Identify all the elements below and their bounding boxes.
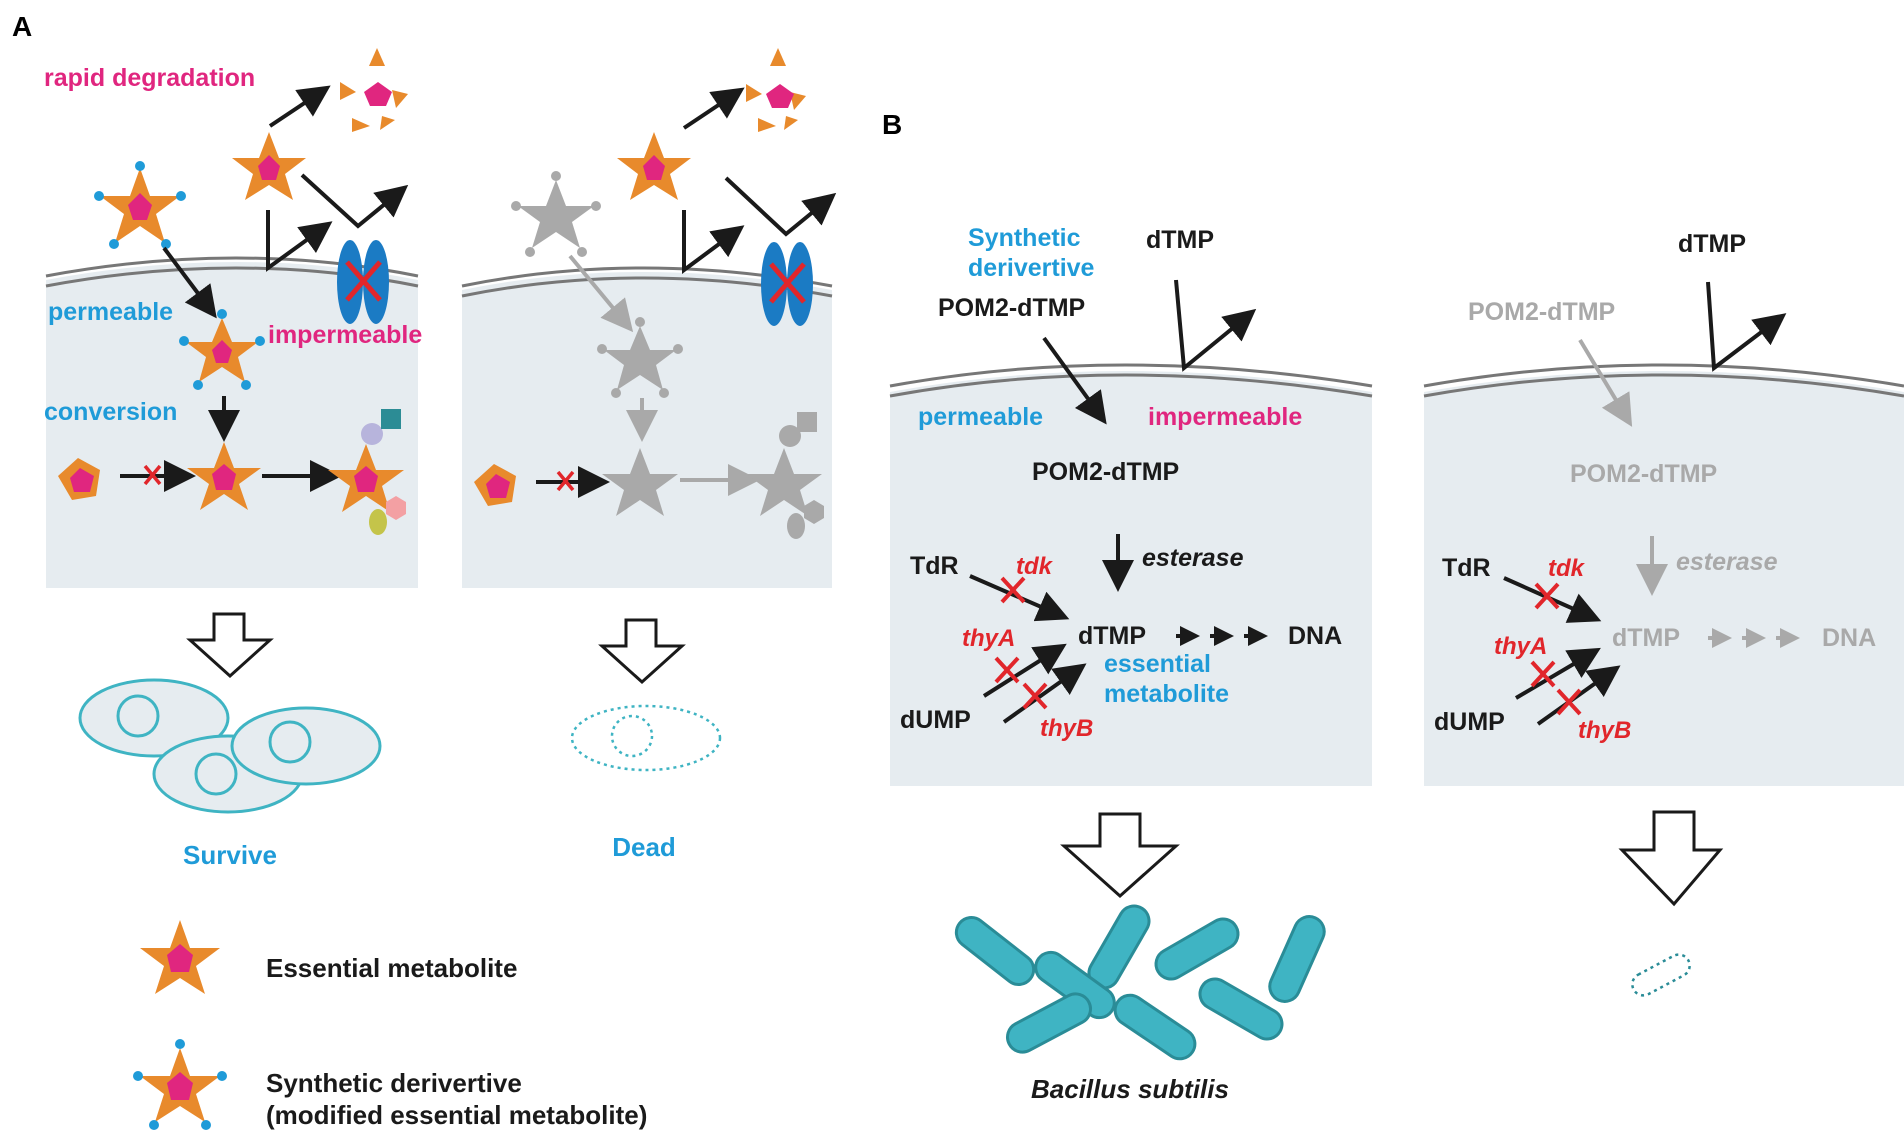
synthetic-star-outside-gray xyxy=(511,171,601,257)
arrow-degradation-a1 xyxy=(268,85,331,128)
essential-star-outside-a2 xyxy=(617,132,691,200)
rapid-degradation-label: rapid degradation xyxy=(44,64,255,92)
outcome-arrow-b1 xyxy=(1060,812,1180,899)
dtmp-inside-label-b1: dTMP xyxy=(1078,622,1146,650)
conversion-label: conversion xyxy=(44,398,177,426)
arrow-permeation-a1 xyxy=(162,246,217,319)
block-x-thyb-b2 xyxy=(1556,688,1582,716)
block-x-thya-b1 xyxy=(994,656,1020,684)
dtmp-outside-label: dTMP xyxy=(1146,226,1214,254)
essential-label-b-1: essential xyxy=(1104,650,1211,678)
arrow-bounce-a2-lower xyxy=(682,210,745,274)
essential-star-inside-a1 xyxy=(187,442,261,510)
block-x-thya-b2 xyxy=(1530,660,1556,688)
surviving-cells xyxy=(78,678,382,814)
degraded-fragments-a1 xyxy=(340,48,408,132)
arrow-thya-b2 xyxy=(1514,647,1601,700)
essential-label-b-2: metabolite xyxy=(1104,680,1229,708)
synthetic-label-b-1: Synthetic xyxy=(968,224,1081,252)
arrow-bounce-a1-upper xyxy=(300,173,409,229)
precursor-pentagon-a2 xyxy=(474,464,516,506)
arrow-dtmp-bounce-b2 xyxy=(1706,281,1787,372)
transporter-blocked-a2 xyxy=(761,242,813,326)
essential-star-products-gray xyxy=(746,412,824,539)
arrow-thyb-b1 xyxy=(1002,663,1087,724)
arrow-dtmp-bounce-b1 xyxy=(1174,279,1257,372)
dead-label: Dead xyxy=(612,832,676,862)
arrow-bounce-a1-lower xyxy=(266,210,333,272)
block-x-tdk-b2 xyxy=(1534,582,1560,610)
synthetic-star-inside-a1 xyxy=(179,309,265,390)
esterase-label-b2: esterase xyxy=(1676,548,1778,576)
degraded-fragments-a2 xyxy=(746,48,806,132)
outcome-arrow-b2 xyxy=(1618,810,1724,907)
permeable-label-b: permeable xyxy=(918,403,1043,431)
pom-outside-label: POM2-dTMP xyxy=(938,294,1085,322)
legend-essential-star xyxy=(140,920,220,994)
legend-synthetic-label-1: Synthetic derivertive xyxy=(266,1068,522,1098)
arrow-thya-b1 xyxy=(982,643,1067,698)
thya-label-b1: thyA xyxy=(962,625,1015,652)
block-x-a2 xyxy=(556,470,575,492)
legend-synthetic-label-2: (modified essential metabolite) xyxy=(266,1100,647,1130)
arrow-bounce-a2-upper xyxy=(724,176,837,237)
synthetic-star-outside xyxy=(94,161,186,249)
synthetic-label-b-2: derivertive xyxy=(968,254,1095,282)
dump-label-b1: dUMP xyxy=(900,706,971,734)
dna-label-b1: DNA xyxy=(1288,622,1342,650)
tdr-label-b2: TdR xyxy=(1442,554,1491,582)
thya-label-b2: thyA xyxy=(1494,633,1547,660)
transporter-blocked-a1 xyxy=(337,240,389,324)
dump-label-b2: dUMP xyxy=(1434,708,1505,736)
impermeable-label-a: impermeable xyxy=(268,321,422,349)
dead-cell xyxy=(570,704,722,772)
legend-essential-label: Essential metabolite xyxy=(266,953,517,983)
survive-label: Survive xyxy=(183,840,277,870)
thyb-label-b2: thyB xyxy=(1578,717,1631,744)
block-x-a1 xyxy=(143,464,162,486)
essential-star-products-a1 xyxy=(328,409,406,535)
outcome-arrow-a2 xyxy=(598,618,686,685)
dtmp-inside-label-gray: dTMP xyxy=(1612,624,1680,652)
block-x-tdk-b1 xyxy=(1000,576,1026,604)
block-x-thyb-b1 xyxy=(1022,682,1048,710)
bacilli-rods xyxy=(954,904,1326,1061)
tdr-label-b1: TdR xyxy=(910,552,959,580)
arrow-pom-entry-b2 xyxy=(1578,338,1633,427)
tdk-label-b2: tdk xyxy=(1548,555,1586,582)
panel-a-label: A xyxy=(12,11,32,42)
essential-star-outside xyxy=(232,132,306,200)
organism-label: Bacillus subtilis xyxy=(1031,1074,1229,1104)
pom-inside-label: POM2-dTMP xyxy=(1032,458,1179,486)
dtmp-outside-label-b2: dTMP xyxy=(1678,230,1746,258)
outcome-arrow-a1 xyxy=(186,612,274,679)
arrow-pom-entry-b1 xyxy=(1042,336,1107,425)
impermeable-label-b: impermeable xyxy=(1148,403,1302,431)
dna-label-gray: DNA xyxy=(1822,624,1876,652)
legend-synthetic-star xyxy=(133,1039,227,1130)
esterase-label-b1: esterase xyxy=(1142,544,1244,572)
dead-bacillus xyxy=(1631,953,1691,997)
pom-outside-label-gray: POM2-dTMP xyxy=(1468,298,1615,326)
arrow-permeation-a2 xyxy=(568,254,634,333)
synthetic-star-inside-gray xyxy=(597,317,683,398)
pom-inside-label-gray: POM2-dTMP xyxy=(1570,460,1717,488)
thyb-label-b1: thyB xyxy=(1040,715,1093,742)
panel-b-label: B xyxy=(882,109,902,140)
tdk-label-b1: tdk xyxy=(1016,553,1054,580)
essential-star-inside-gray xyxy=(602,448,678,516)
precursor-pentagon-a1 xyxy=(58,458,100,500)
permeable-label-a: permeable xyxy=(48,298,173,326)
arrow-degradation-a2 xyxy=(682,87,745,130)
